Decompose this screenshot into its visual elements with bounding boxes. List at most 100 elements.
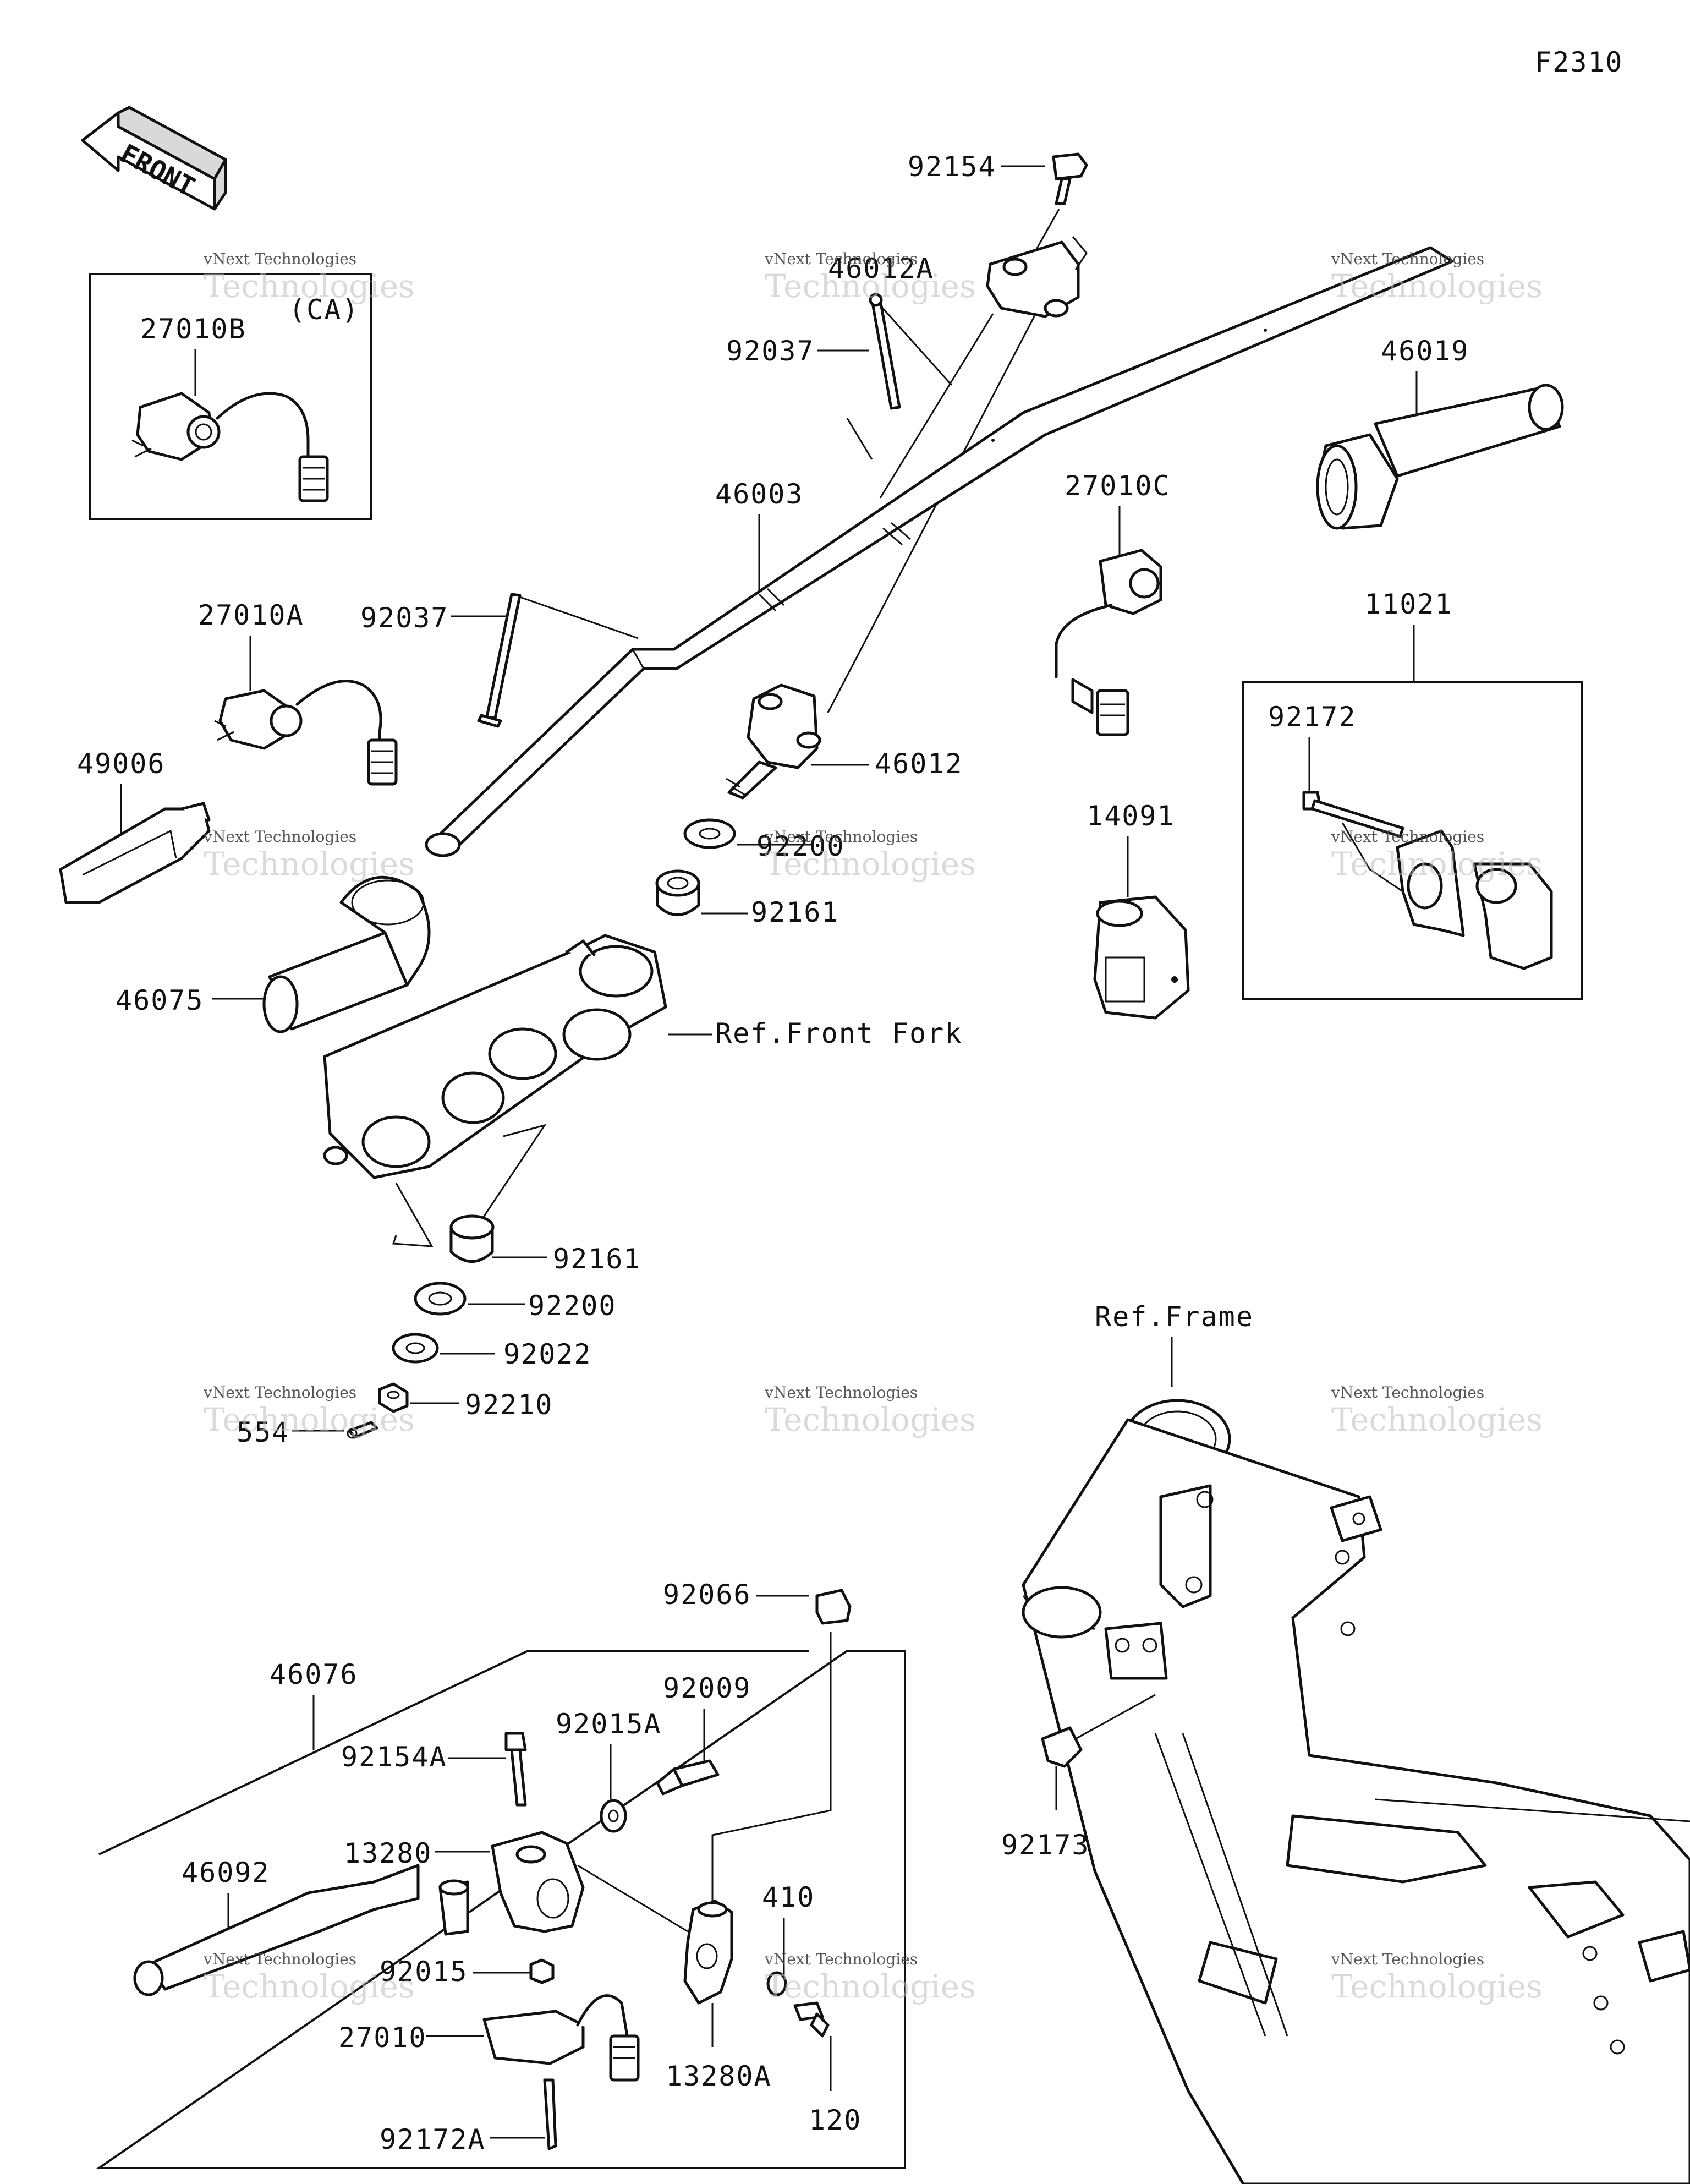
svg-text:vNext Technologies: vNext Technologies	[1331, 250, 1484, 268]
svg-text:vNext Technologies: vNext Technologies	[203, 1383, 356, 1402]
upper-clamp-46012A	[986, 240, 1080, 318]
part-label-14091: 14091	[1087, 800, 1175, 832]
svg-text:Technologies: Technologies	[765, 845, 976, 883]
svg-text:Technologies: Technologies	[204, 1968, 415, 2005]
throttle-grip-46019	[1316, 384, 1564, 530]
svg-text:Technologies: Technologies	[1331, 1968, 1543, 2005]
pin-92037-top	[869, 293, 901, 410]
svg-text:vNext Technologies: vNext Technologies	[1331, 828, 1484, 846]
part-label-92172: 92172	[1268, 701, 1357, 733]
part-label-27010C: 27010C	[1065, 470, 1171, 502]
part-label-92015A: 92015A	[556, 1708, 662, 1740]
part-label-410: 410	[762, 1881, 815, 1913]
ref-label-frame: Ref.Frame	[1095, 1301, 1254, 1333]
svg-text:vNext Technologies: vNext Technologies	[764, 250, 918, 268]
part-label-49006: 49006	[77, 748, 166, 780]
part-label-27010A: 27010A	[198, 599, 304, 631]
lever-46092	[133, 1864, 469, 1996]
svg-text:Technologies: Technologies	[1331, 1401, 1543, 1438]
part-label-92200-top: 92200	[756, 830, 845, 862]
cotter-pin-554	[347, 1421, 378, 1439]
washer-92022	[392, 1333, 439, 1364]
part-label-46012: 46012	[875, 748, 963, 780]
bolt-92172	[1302, 791, 1404, 838]
switch-27010	[482, 1994, 640, 2082]
svg-text:Technologies: Technologies	[1331, 845, 1543, 883]
svg-text:vNext Technologies: vNext Technologies	[203, 1950, 356, 1968]
hand-guard-49006	[59, 802, 211, 904]
part-label-92066: 92066	[663, 1579, 751, 1611]
svg-text:vNext Technologies: vNext Technologies	[764, 1383, 918, 1402]
switch-27010A	[214, 680, 398, 786]
bolt-92154	[1052, 152, 1088, 205]
part-label-46019: 46019	[1381, 335, 1469, 367]
part-label-92173: 92173	[1001, 1829, 1090, 1861]
part-label-554: 554	[237, 1416, 289, 1448]
part-label-13280: 13280	[344, 1837, 432, 1869]
part-label-11021: 11021	[1364, 588, 1453, 620]
washer-92200-bottom	[414, 1282, 467, 1316]
screw-92009	[656, 1759, 720, 1796]
grip-46075	[262, 875, 431, 1033]
assembly-box-46076	[95, 1650, 906, 2169]
svg-text:Technologies: Technologies	[765, 1968, 976, 2005]
connector-92173	[1041, 1726, 1083, 1768]
ca-label: (CA)	[289, 294, 359, 326]
svg-text:vNext Technologies: vNext Technologies	[1331, 1950, 1484, 1968]
switch-27010C	[1055, 549, 1162, 736]
pin-92037-mid	[477, 593, 522, 728]
part-label-92172A: 92172A	[380, 2123, 486, 2155]
cover-14091	[1093, 895, 1190, 1020]
ref-label-front-fork: Ref.Front Fork	[715, 1017, 962, 1049]
kit-box-11021	[1242, 681, 1583, 1000]
svg-text:Technologies: Technologies	[204, 1401, 415, 1438]
part-label-13280A: 13280A	[666, 2060, 772, 2092]
part-label-92154-top: 92154	[908, 151, 996, 183]
part-label-92009: 92009	[663, 1672, 751, 1704]
svg-text:vNext Technologies: vNext Technologies	[764, 828, 918, 846]
svg-text:vNext Technologies: vNext Technologies	[764, 1950, 918, 1968]
washer-410	[766, 1971, 787, 1996]
part-label-46003: 46003	[715, 478, 804, 510]
part-label-92037-mid: 92037	[360, 602, 449, 634]
nut-92015	[529, 1958, 555, 1984]
part-label-120: 120	[809, 2104, 862, 2136]
bushing-92161-bottom	[449, 1214, 495, 1263]
part-label-46075: 46075	[116, 984, 204, 1016]
part-label-92154A: 92154A	[341, 1741, 447, 1773]
svg-text:vNext Technologies: vNext Technologies	[203, 828, 356, 846]
svg-text:vNext Technologies: vNext Technologies	[203, 250, 356, 268]
frame-reference	[1022, 1399, 1690, 2184]
part-label-92161-top: 92161	[751, 896, 839, 928]
ca-inset-box	[89, 273, 372, 520]
screw-120	[793, 2001, 830, 2038]
svg-text:Technologies: Technologies	[1331, 267, 1543, 305]
handlebar-46003	[425, 246, 1454, 857]
bolt-92154A	[504, 1732, 527, 1807]
svg-text:Technologies: Technologies	[765, 267, 976, 305]
triple-clamp-front-fork	[323, 934, 667, 1179]
part-label-92015: 92015	[380, 1956, 468, 1988]
lower-clamp-46012	[726, 683, 821, 800]
front-direction-arrow-icon: FRONT	[81, 106, 227, 211]
washer-92015A	[600, 1799, 627, 1833]
watermark-group: Technologies vNext Technologies Technolo…	[203, 250, 1543, 2005]
cap-92066	[815, 1589, 852, 1625]
page-code: F2310	[1535, 46, 1623, 78]
washer-92200-top	[683, 818, 736, 849]
part-label-46092: 46092	[182, 1857, 270, 1889]
part-label-46076: 46076	[270, 1658, 358, 1690]
nut-92210	[378, 1382, 409, 1413]
clamp-half-a-11021	[1396, 829, 1465, 937]
part-label-92022: 92022	[503, 1338, 592, 1370]
part-label-27010B: 27010B	[140, 313, 246, 345]
switch-27010B	[131, 392, 329, 502]
part-label-92037-top: 92037	[726, 335, 815, 367]
part-label-92210: 92210	[465, 1389, 553, 1421]
bushing-92161-top	[655, 869, 700, 916]
svg-text:Technologies: Technologies	[765, 1401, 976, 1438]
part-label-27010: 27010	[338, 2022, 427, 2054]
svg-text:Technologies: Technologies	[204, 845, 415, 883]
svg-text:Technologies: Technologies	[204, 267, 415, 305]
